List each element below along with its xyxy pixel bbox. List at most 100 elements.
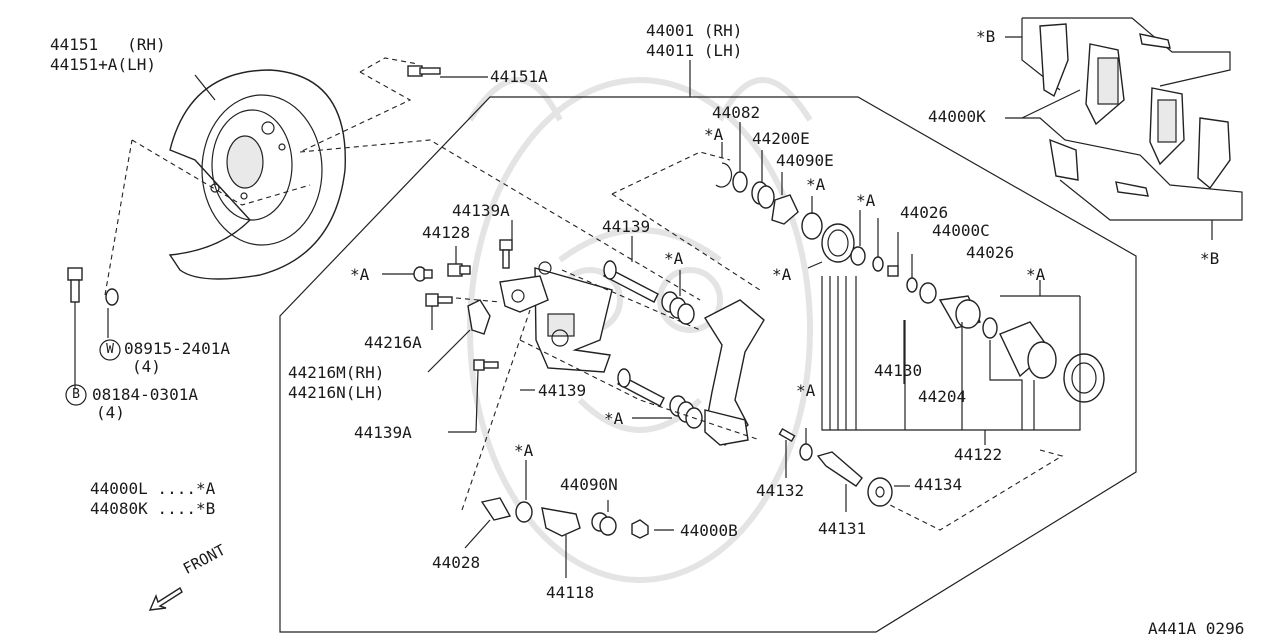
piston-seal	[821, 223, 855, 263]
label-44139a-top: 44139A	[452, 201, 510, 220]
diagram-code: A441A 0296	[1148, 619, 1245, 638]
label-washer-qty: (4)	[132, 357, 161, 376]
ring-a	[801, 212, 823, 240]
label-44130: 44130	[874, 361, 923, 380]
label-caliper-lh: 44011 (LH)	[646, 41, 743, 60]
shield-bolt	[407, 65, 441, 77]
label-star-a-3: *A	[856, 191, 876, 210]
pad-clip-upper	[1139, 33, 1171, 49]
label-bolt-qty: (4)	[96, 403, 125, 422]
piston	[999, 321, 1057, 379]
spring-44090n	[591, 512, 617, 536]
ring-44132	[799, 443, 813, 461]
label-shield-rh: 44151 (RH)	[50, 35, 166, 54]
label-44200e: 44200E	[752, 129, 810, 148]
label-44026-top: 44026	[900, 203, 949, 222]
bracket-bolt-upper	[499, 239, 513, 269]
label-star-a-8: *A	[604, 409, 624, 428]
label-44204: 44204	[918, 387, 967, 406]
label-44134: 44134	[914, 475, 963, 494]
label-bolt-shield: 44151A	[490, 67, 548, 86]
spring-44200e	[751, 181, 775, 209]
label-star-a-7: *A	[350, 265, 370, 284]
label-44090e: 44090E	[776, 151, 834, 170]
bolt-44131	[816, 451, 863, 487]
washer-symbol: W	[106, 342, 114, 357]
label-44000b: 44000B	[680, 521, 738, 540]
pin-boot-lower	[669, 395, 703, 429]
label-shield-lh: 44151+A(LH)	[50, 55, 156, 74]
bracket-bolt-lower	[473, 359, 499, 371]
label-star-a-9: *A	[796, 381, 816, 400]
small-seal-44026-mid	[906, 277, 918, 293]
label-44026-mid: 44026	[966, 243, 1015, 262]
label-44128: 44128	[422, 223, 471, 242]
label-bolt-part: 08184-0301A	[92, 385, 198, 404]
label-star-a-1: *A	[704, 125, 724, 144]
label-star-a-10: *A	[514, 441, 534, 460]
caliper-support	[704, 299, 765, 446]
brake-pad-outer	[1085, 43, 1125, 126]
label-44216m: 44216M(RH)	[288, 363, 385, 382]
label-star-a-6: *A	[664, 249, 684, 268]
pad-clip-lower	[1049, 138, 1149, 197]
dust-shield	[168, 69, 346, 280]
label-44139a-bottom: 44139A	[354, 423, 412, 442]
label-pad-kit: 44000K	[928, 107, 986, 126]
o-ring	[982, 317, 998, 339]
label-44082: 44082	[712, 103, 761, 122]
adjuster-44090e	[771, 194, 799, 225]
ring-b	[850, 246, 866, 266]
anti-squeal-shim-upper	[1039, 23, 1069, 98]
label-44216n: 44216N(LH)	[288, 383, 385, 402]
small-seal-44026-top	[872, 256, 884, 272]
label-pad-star-b-bottom: *B	[1200, 249, 1220, 268]
piston-boot	[1063, 353, 1105, 403]
caliper-assembly-frame	[279, 96, 1137, 633]
nut-44000b	[631, 519, 649, 539]
front-arrow-icon	[146, 584, 186, 614]
pin-boot-upper	[661, 291, 695, 325]
label-kit-a: 44000L ....*A	[90, 479, 216, 498]
label-44139-mid: 44139	[538, 381, 587, 400]
hub-washer	[105, 288, 119, 306]
plate-44000c	[887, 265, 899, 277]
pin-44132	[778, 427, 796, 443]
hub-bolt	[67, 267, 83, 303]
bolt-symbol-circle	[65, 384, 87, 406]
pad-kit-frame	[1005, 17, 1243, 240]
seal-44130	[919, 282, 937, 304]
label-44122: 44122	[954, 445, 1003, 464]
label-star-a-5: *A	[1026, 265, 1046, 284]
anti-squeal-shim-lower	[1197, 117, 1231, 190]
label-44131: 44131	[818, 519, 867, 538]
label-caliper-rh: 44001 (RH)	[646, 21, 743, 40]
spring-44028	[480, 497, 512, 521]
label-44028: 44028	[432, 553, 481, 572]
caliper-body	[499, 261, 613, 373]
label-44139-top: 44139	[602, 217, 651, 236]
lever-44118	[541, 507, 581, 537]
label-44000c: 44000C	[932, 221, 990, 240]
seal-44082	[732, 171, 748, 193]
label-kit-b: 44080K ....*B	[90, 499, 216, 518]
washer-44134	[867, 477, 893, 507]
bleeder-cap	[413, 266, 433, 282]
label-44216a: 44216A	[364, 333, 422, 352]
ring-lower-a	[515, 501, 533, 523]
parking-lever	[467, 299, 491, 335]
label-44132: 44132	[756, 481, 805, 500]
label-pad-star-b-top: *B	[976, 27, 996, 46]
bolt-symbol: B	[72, 387, 80, 402]
lever-bolt	[425, 293, 453, 307]
washer-symbol-circle	[99, 339, 121, 361]
adjuster-spindle	[938, 295, 981, 329]
guide-pin-upper	[603, 260, 659, 303]
label-star-a-2: *A	[806, 175, 826, 194]
label-44090n: 44090N	[560, 475, 618, 494]
retaining-ring	[715, 162, 733, 188]
label-washer-part: 08915-2401A	[124, 339, 230, 358]
brake-pad-inner	[1149, 87, 1185, 166]
